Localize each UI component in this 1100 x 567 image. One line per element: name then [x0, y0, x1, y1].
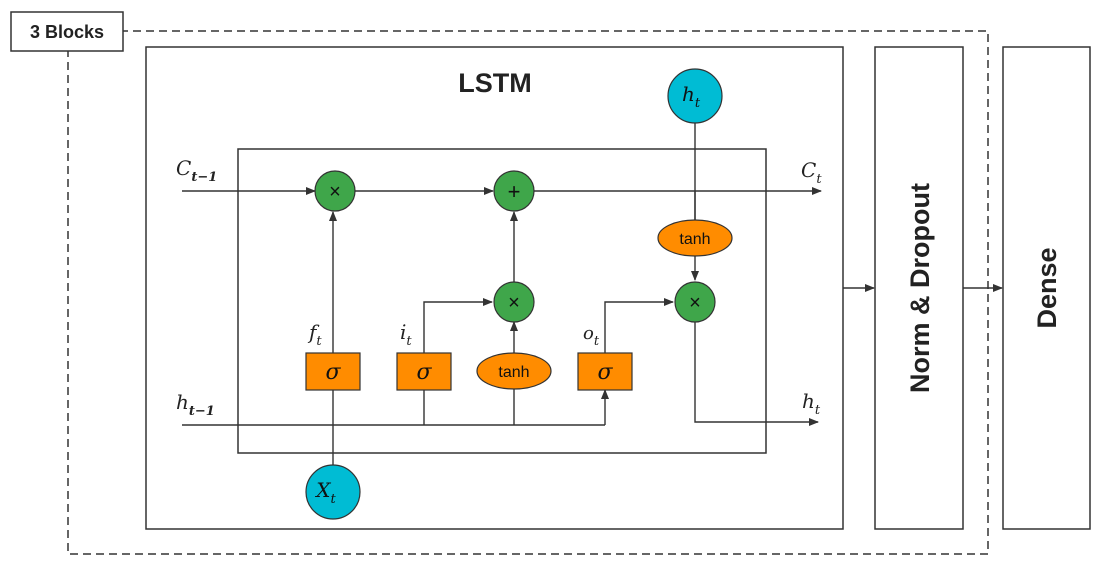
gate-forget-symbol: σ	[325, 360, 341, 385]
label-h-t-sub: t	[815, 403, 821, 418]
op-mult-forget: ×	[314, 170, 356, 212]
svg-text:ot: ot	[583, 323, 600, 349]
label-ft-sub: t	[316, 334, 322, 349]
output-ht-top-node: ht	[667, 68, 723, 124]
op-tanh-cell: tanh	[657, 219, 733, 257]
op-add: +	[493, 170, 535, 212]
gate-output-symbol: σ	[597, 360, 613, 385]
label-ot-base: o	[583, 323, 594, 344]
lstm-connections	[182, 122, 1003, 467]
blocks-label-box	[10, 11, 124, 52]
gate-forget-sigma: σ	[305, 352, 361, 391]
gate-input-sigma: σ	[396, 352, 452, 391]
label-c-t-base: C	[801, 158, 816, 182]
op-mult-output-symbol: ×	[689, 292, 701, 314]
input-xt-node: Xt	[305, 464, 361, 520]
svg-text:Ct−1: Ct−1	[176, 156, 217, 185]
op-mult-forget-symbol: ×	[329, 181, 341, 203]
lstm-cell-box	[237, 148, 767, 454]
label-h-prev-sub: t−1	[189, 404, 215, 419]
gate-input-symbol: σ	[416, 360, 432, 385]
label-it-sub: t	[406, 334, 412, 349]
dense-label: Dense	[1032, 247, 1062, 328]
svg-text:Ct: Ct	[801, 158, 822, 187]
label-h-prev-base: h	[176, 390, 189, 414]
output-ht-top-base: h	[682, 82, 695, 106]
label-c-prev-base: C	[176, 156, 191, 180]
input-xt-sub: t	[331, 492, 337, 507]
svg-text:it: it	[400, 320, 412, 349]
op-mult-input: ×	[493, 281, 535, 323]
gate-output-sigma: σ	[577, 352, 633, 391]
label-c-prev-sub: t−1	[191, 170, 217, 185]
svg-text:ht: ht	[802, 389, 821, 418]
op-tanh-cell-label: tanh	[679, 231, 710, 248]
label-c-t-sub: t	[816, 172, 822, 187]
op-add-symbol: +	[508, 179, 521, 204]
label-h-t-base: h	[802, 389, 815, 413]
norm-dropout-box	[874, 46, 964, 530]
op-mult-output: ×	[674, 281, 716, 323]
svg-text:Xt: Xt	[314, 478, 336, 507]
gate-candidate-label: tanh	[498, 364, 529, 381]
blocks-dashed-frame	[67, 30, 989, 555]
label-it-base: i	[400, 320, 406, 344]
lstm-outer-box	[145, 46, 844, 530]
svg-text:ht−1: ht−1	[176, 390, 215, 419]
gate-candidate-tanh: tanh	[476, 352, 552, 390]
op-mult-input-symbol: ×	[508, 292, 520, 314]
svg-text:ht: ht	[682, 82, 701, 111]
norm-dropout-label: Norm & Dropout	[905, 183, 935, 393]
input-xt-base: X	[314, 478, 331, 502]
lstm-title: LSTM	[458, 68, 532, 98]
blocks-label: 3 Blocks	[30, 22, 104, 42]
label-ot-sub: t	[594, 334, 600, 349]
dense-box	[1002, 46, 1091, 530]
output-ht-top-sub: t	[695, 96, 701, 111]
